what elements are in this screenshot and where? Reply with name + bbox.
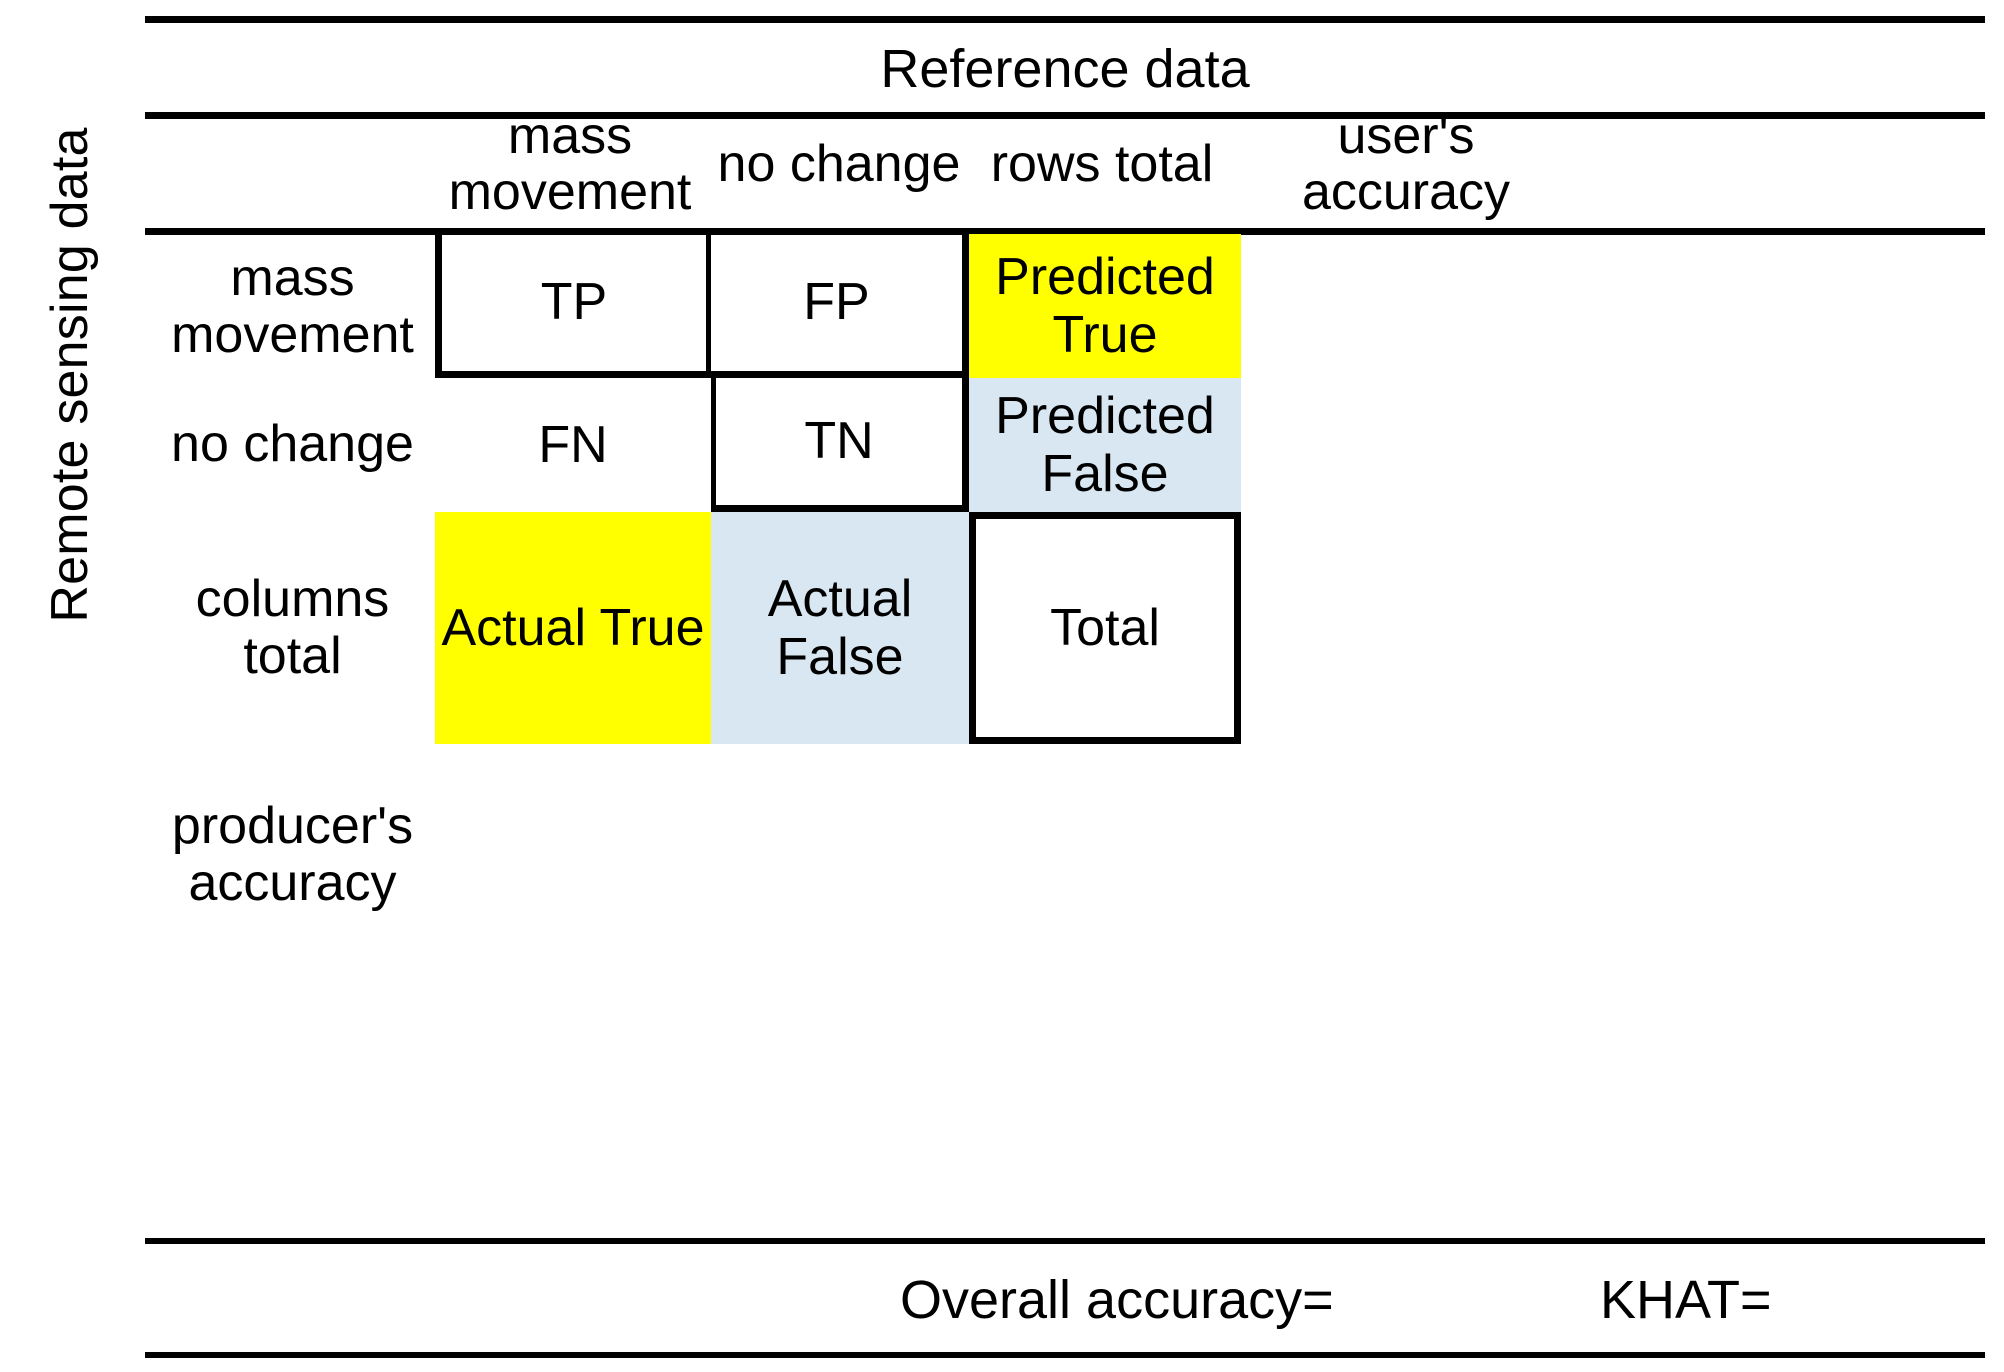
row-header-no-change: no change [171, 415, 414, 474]
footer-top-rule [145, 1238, 1985, 1244]
column-axis-label: Reference data [880, 39, 1250, 99]
row-header-mass-movement: mass movement [171, 248, 414, 364]
column-header-no-change: no change [717, 134, 961, 193]
cell-true-positive: TP [435, 234, 711, 378]
cell-actual-false: Actual False [711, 512, 969, 744]
cell-total: Total [969, 512, 1241, 744]
footer-overall-accuracy-label: Overall accuracy= [900, 1270, 1334, 1330]
row-header-producers-accuracy: producer's accuracy [171, 796, 414, 912]
table-top-rule [145, 16, 1985, 23]
column-header-users-accuracy: user's accuracy [1301, 107, 1511, 222]
table-header-rule [145, 112, 1985, 119]
cell-false-positive: FP [711, 234, 969, 378]
footer-khat-label: KHAT= [1600, 1270, 1772, 1330]
cell-true-negative: TN [711, 378, 969, 512]
row-header-columns-total: columns total [195, 569, 390, 685]
cell-predicted-true: Predicted True [969, 234, 1241, 378]
footer-bottom-rule [145, 1352, 1985, 1358]
column-header-mass-movement: mass movement [448, 107, 692, 222]
cell-predicted-false: Predicted False [969, 378, 1241, 512]
cell-false-negative: FN [538, 415, 608, 474]
cell-actual-true: Actual True [435, 512, 711, 744]
row-axis-label: Remote sensing data [41, 127, 99, 623]
column-header-rows-total: rows total [990, 134, 1214, 193]
table-column-header-rule [145, 228, 1985, 235]
